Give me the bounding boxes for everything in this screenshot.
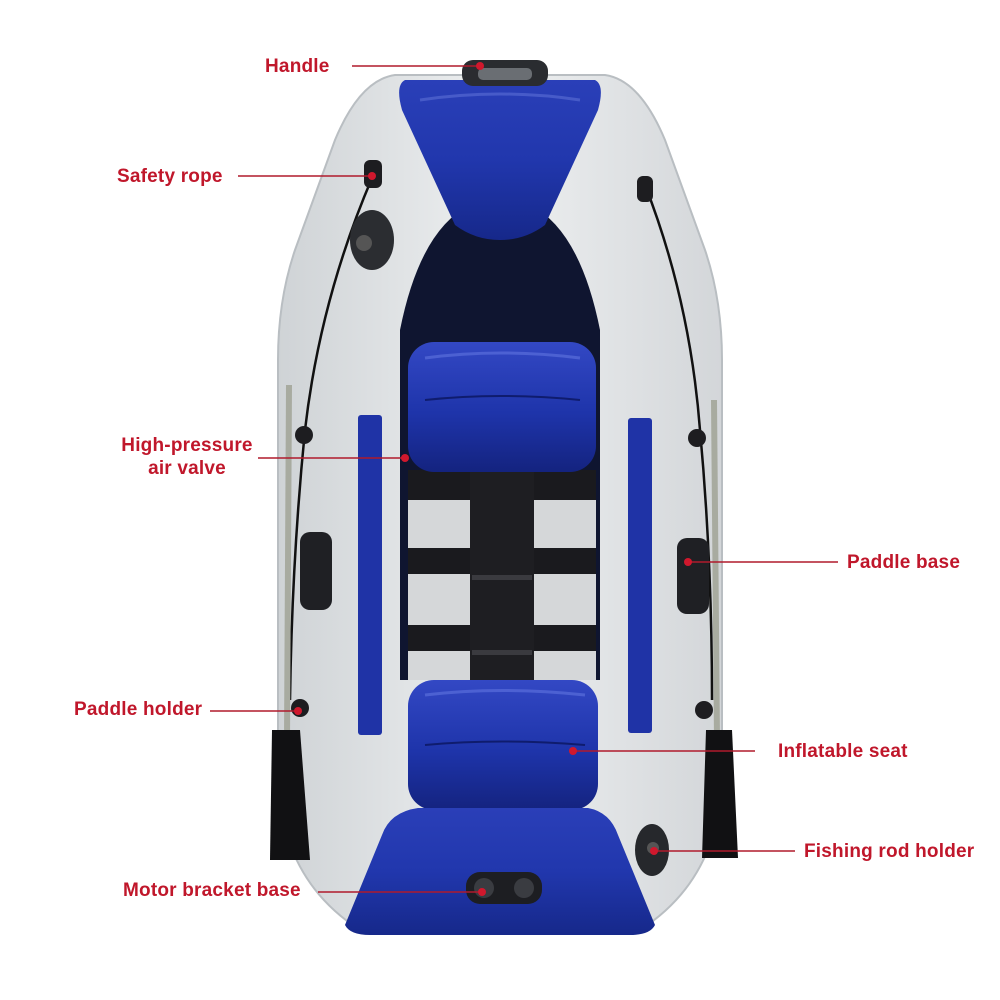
inflatable-seat <box>408 680 598 810</box>
bow-panel <box>399 80 601 240</box>
label-fishing-rod-holder: Fishing rod holder <box>804 841 975 862</box>
label-inflatable-seat: Inflatable seat <box>778 741 908 762</box>
label-safety-rope: Safety rope <box>117 166 223 187</box>
stern-panel <box>345 808 655 935</box>
label-air-valve-line1: High-pressure <box>121 435 253 456</box>
paddle-holder <box>688 429 706 447</box>
label-handle: Handle <box>265 56 330 77</box>
label-motor-bracket-base: Motor bracket base <box>123 880 301 901</box>
label-paddle-holder: Paddle holder <box>74 699 203 720</box>
paddle-holder <box>295 426 313 444</box>
handle <box>462 60 548 86</box>
oars <box>270 384 738 860</box>
front-rod-holder <box>350 210 394 270</box>
rope-anchor <box>637 176 653 202</box>
floor <box>408 470 596 680</box>
paddle-bases <box>300 532 709 614</box>
label-air-valve-line2: air valve <box>148 458 226 479</box>
paddle-holder <box>695 701 713 719</box>
label-air-valve: High-pressure air valve <box>117 434 257 480</box>
front-seat <box>408 342 596 472</box>
callout-lines <box>210 65 838 893</box>
callout-dots <box>294 62 692 896</box>
left-side-strip <box>358 415 382 735</box>
label-paddle-base: Paddle base <box>847 552 961 573</box>
right-side-strip <box>628 418 652 733</box>
